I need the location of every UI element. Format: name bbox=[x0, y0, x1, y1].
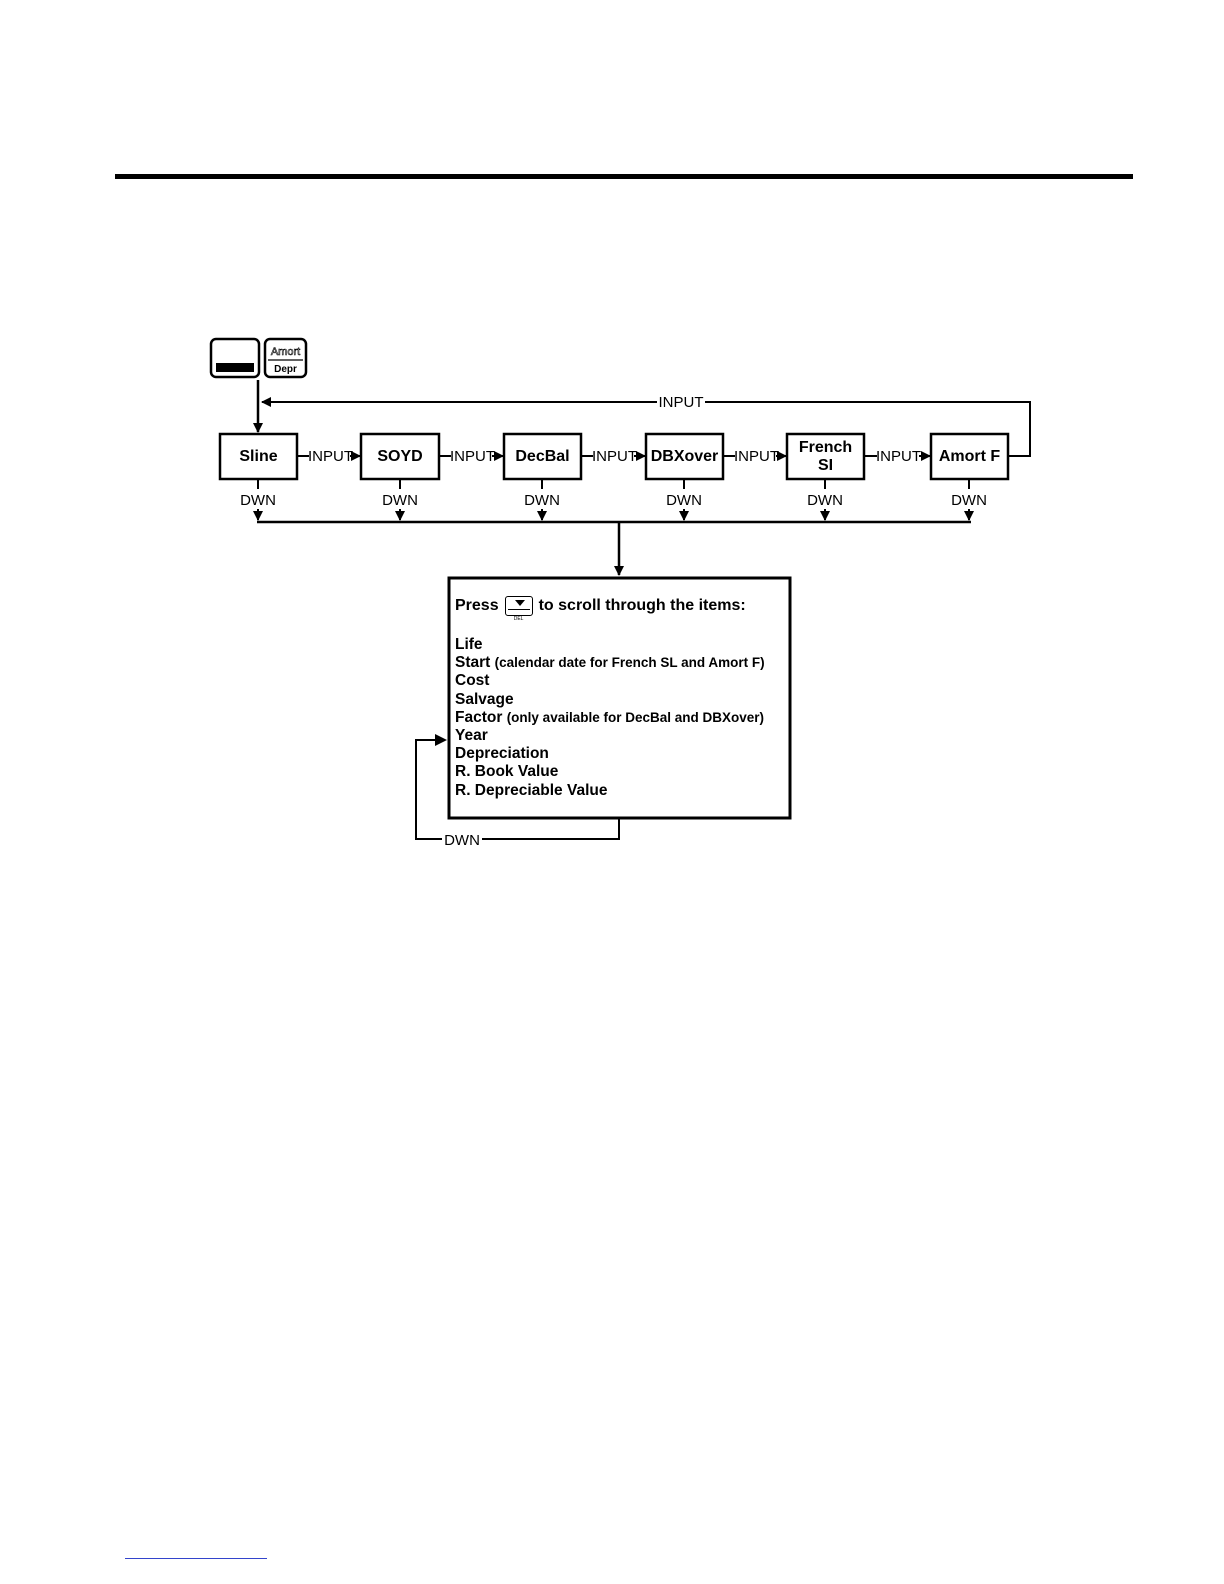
list-item: R. Book Value bbox=[455, 763, 559, 781]
scroll-instructions: Press DEL to scroll through the items: L… bbox=[455, 596, 785, 800]
list-item: Cost bbox=[455, 672, 490, 690]
dwn-label: DWN bbox=[240, 492, 276, 509]
down-arrow-key-icon: DEL bbox=[504, 596, 533, 622]
method-box-amort-f: Amort F bbox=[929, 432, 1010, 481]
loopback-line-right bbox=[705, 401, 1031, 457]
input-label: INPUT bbox=[308, 448, 353, 465]
input-label: INPUT bbox=[592, 448, 637, 465]
input-arrow-2: INPUT bbox=[440, 448, 504, 465]
press-line: Press DEL to scroll through the items: bbox=[455, 596, 785, 622]
dwn-label: DWN bbox=[807, 492, 843, 509]
dwn-label: DWN bbox=[382, 492, 418, 509]
dwn-arrow-sline: DWN bbox=[240, 480, 276, 521]
dwn-label: DWN bbox=[524, 492, 560, 509]
dwn-loop-arrowhead bbox=[435, 734, 447, 746]
dwn-arrow-dbxover: DWN bbox=[666, 480, 702, 521]
input-label: INPUT bbox=[734, 448, 779, 465]
method-box-sline: Sline bbox=[218, 432, 299, 481]
method-box-soyd: SOYD bbox=[359, 432, 441, 481]
list-item: Start (calendar date for French SL and A… bbox=[455, 654, 765, 672]
input-arrow-1: INPUT bbox=[298, 448, 361, 465]
method-box-french-si: French SI bbox=[785, 432, 866, 481]
input-arrow-5: INPUT bbox=[865, 448, 931, 465]
list-item: Factor (only available for DecBal and DB… bbox=[455, 708, 765, 726]
method-label: DecBal bbox=[515, 448, 569, 465]
method-label: DBXover bbox=[651, 448, 719, 465]
key-sub-label: DEL bbox=[513, 616, 524, 622]
dwn-loop-label: DWN bbox=[444, 832, 480, 849]
shift-key-icon bbox=[209, 337, 261, 379]
instruction-text: to scroll through the items: bbox=[538, 596, 746, 614]
method-label-line2: SI bbox=[818, 457, 833, 474]
method-box-decbal: DecBal bbox=[502, 432, 583, 481]
method-label: SOYD bbox=[377, 448, 422, 465]
input-label: INPUT bbox=[450, 448, 495, 465]
header-rule bbox=[115, 174, 1133, 179]
dwn-label: DWN bbox=[666, 492, 702, 509]
list-item: Depreciation bbox=[455, 745, 549, 763]
dwn-arrow-decbal: DWN bbox=[524, 480, 560, 521]
loopback-input-label: INPUT bbox=[659, 394, 704, 411]
footnote-rule bbox=[125, 1558, 267, 1559]
dwn-arrow-soyd: DWN bbox=[382, 480, 418, 521]
key-depr-label: Depr bbox=[274, 364, 297, 375]
input-label: INPUT bbox=[876, 448, 921, 465]
list-item: R. Depreciable Value bbox=[455, 781, 608, 799]
method-label: Sline bbox=[239, 448, 277, 465]
method-label-line1: French bbox=[799, 439, 852, 456]
method-label: Amort F bbox=[939, 448, 1001, 465]
input-arrow-3: INPUT bbox=[582, 448, 646, 465]
dwn-loop-line bbox=[415, 739, 620, 840]
list-item: Salvage bbox=[455, 690, 514, 708]
method-box-dbxover: DBXover bbox=[644, 432, 725, 481]
dwn-label: DWN bbox=[951, 492, 987, 509]
press-label: Press bbox=[455, 596, 499, 614]
input-arrow-4: INPUT bbox=[724, 448, 787, 465]
amort-depr-key-icon: Amort Depr bbox=[263, 337, 308, 379]
list-item: Life bbox=[455, 636, 483, 653]
list-item: Year bbox=[455, 727, 488, 745]
dwn-arrow-amort-f: DWN bbox=[951, 480, 987, 521]
dwn-arrow-french-si: DWN bbox=[807, 480, 843, 521]
items-panel bbox=[447, 576, 792, 820]
key-amort-label: Amort bbox=[271, 346, 300, 358]
